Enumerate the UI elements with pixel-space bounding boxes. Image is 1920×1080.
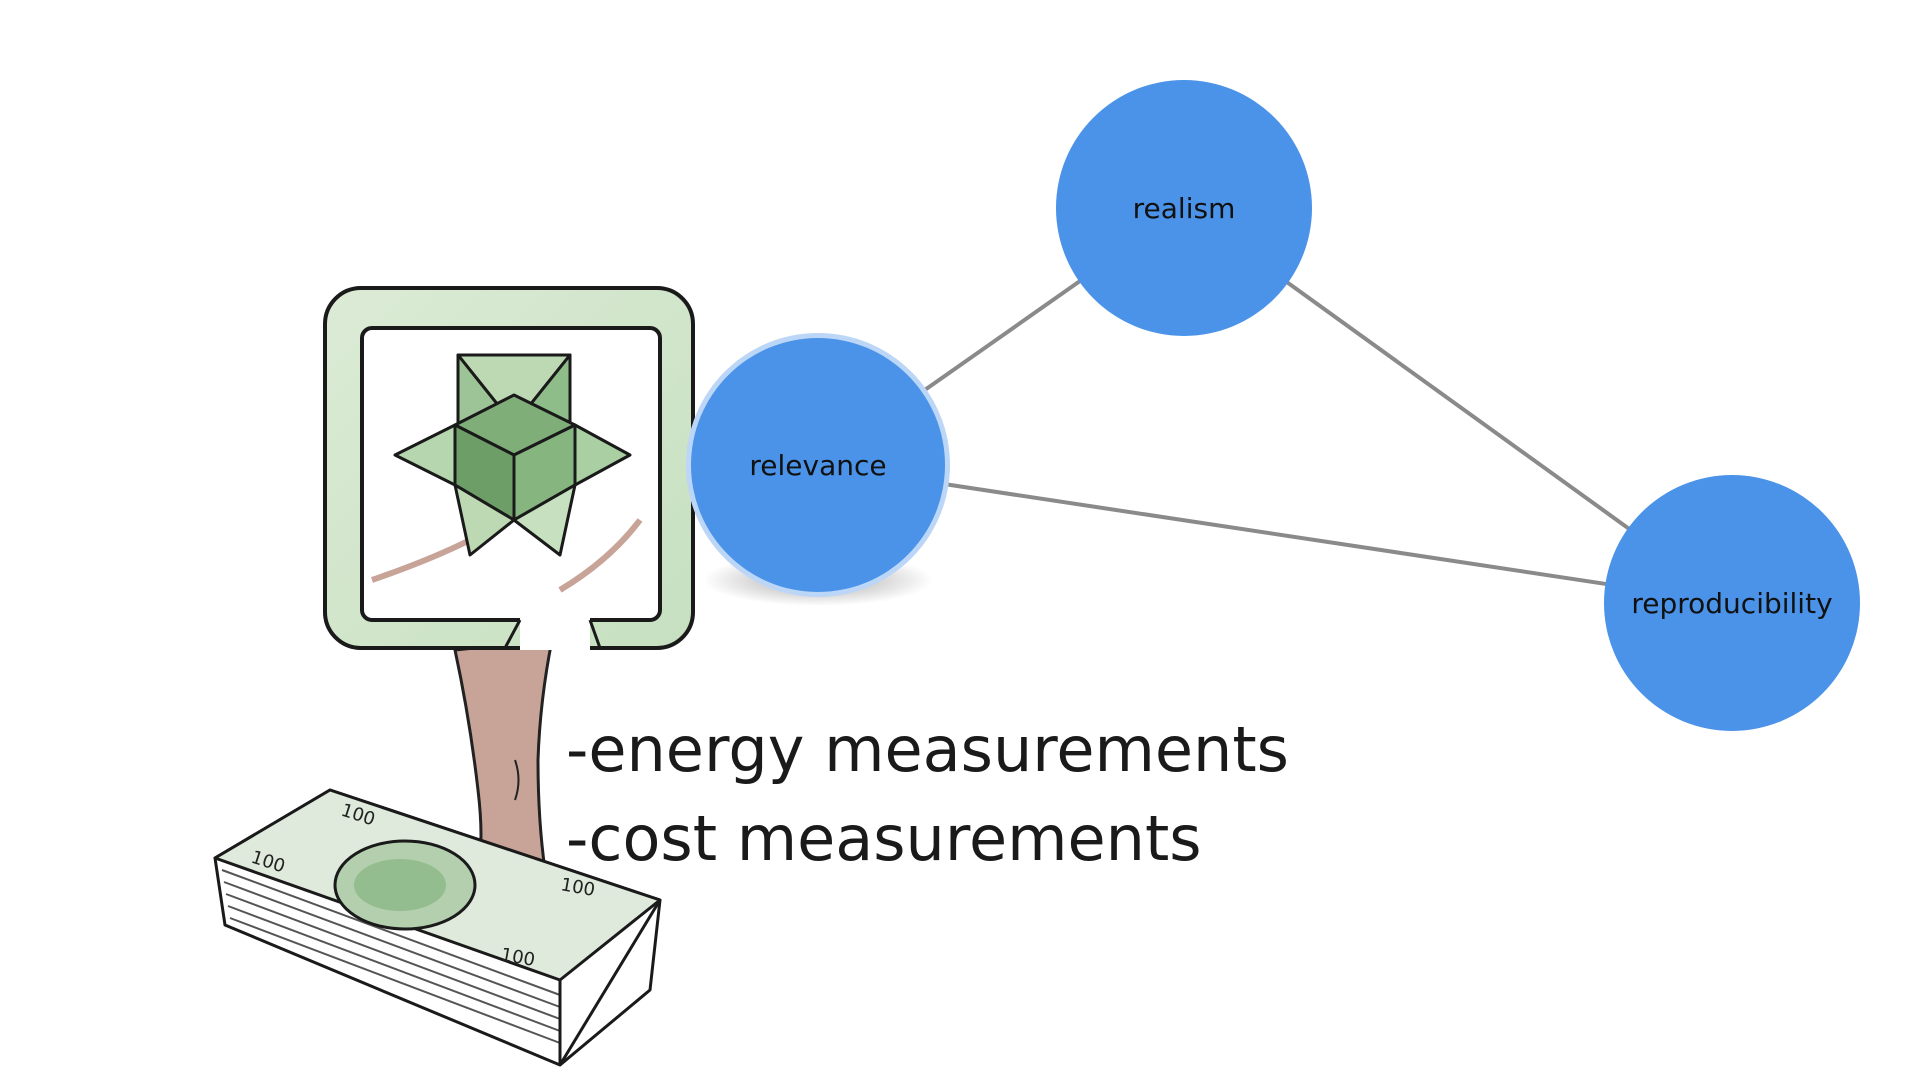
tree-with-money-stack-icon: 100 100 100 100 — [215, 288, 693, 1065]
node-label-reproducibility: reproducibility — [1631, 587, 1832, 620]
edge-relevance-reproducibility — [942, 484, 1608, 585]
diagram-nodes: relevance realism reproducibility — [686, 80, 1860, 731]
bullet-cost-measurements: -cost measurements — [566, 802, 1202, 875]
diagram-edges — [920, 280, 1629, 584]
edge-realism-reproducibility — [1286, 282, 1630, 530]
edge-relevance-realism — [920, 280, 1081, 393]
node-label-relevance: relevance — [749, 449, 886, 482]
bullet-energy-measurements: -energy measurements — [566, 713, 1289, 786]
node-label-realism: realism — [1133, 192, 1236, 225]
